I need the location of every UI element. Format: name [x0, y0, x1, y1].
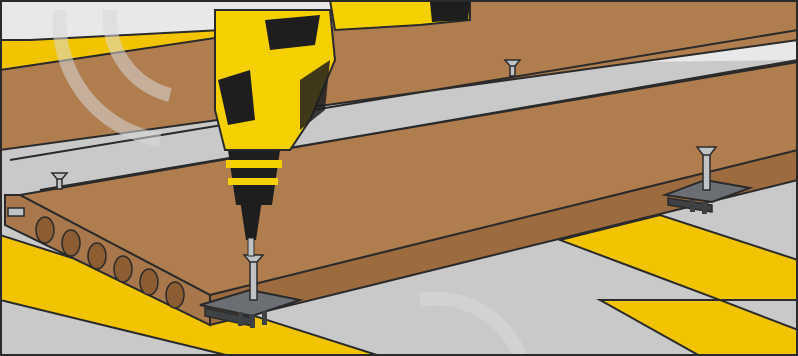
board-hole: [166, 282, 184, 308]
board-hole: [114, 256, 132, 282]
board-hole: [62, 230, 80, 256]
board-hole: [36, 217, 54, 243]
board-hole: [88, 243, 106, 269]
screw-icon: [8, 208, 24, 216]
board-hole: [140, 269, 158, 295]
